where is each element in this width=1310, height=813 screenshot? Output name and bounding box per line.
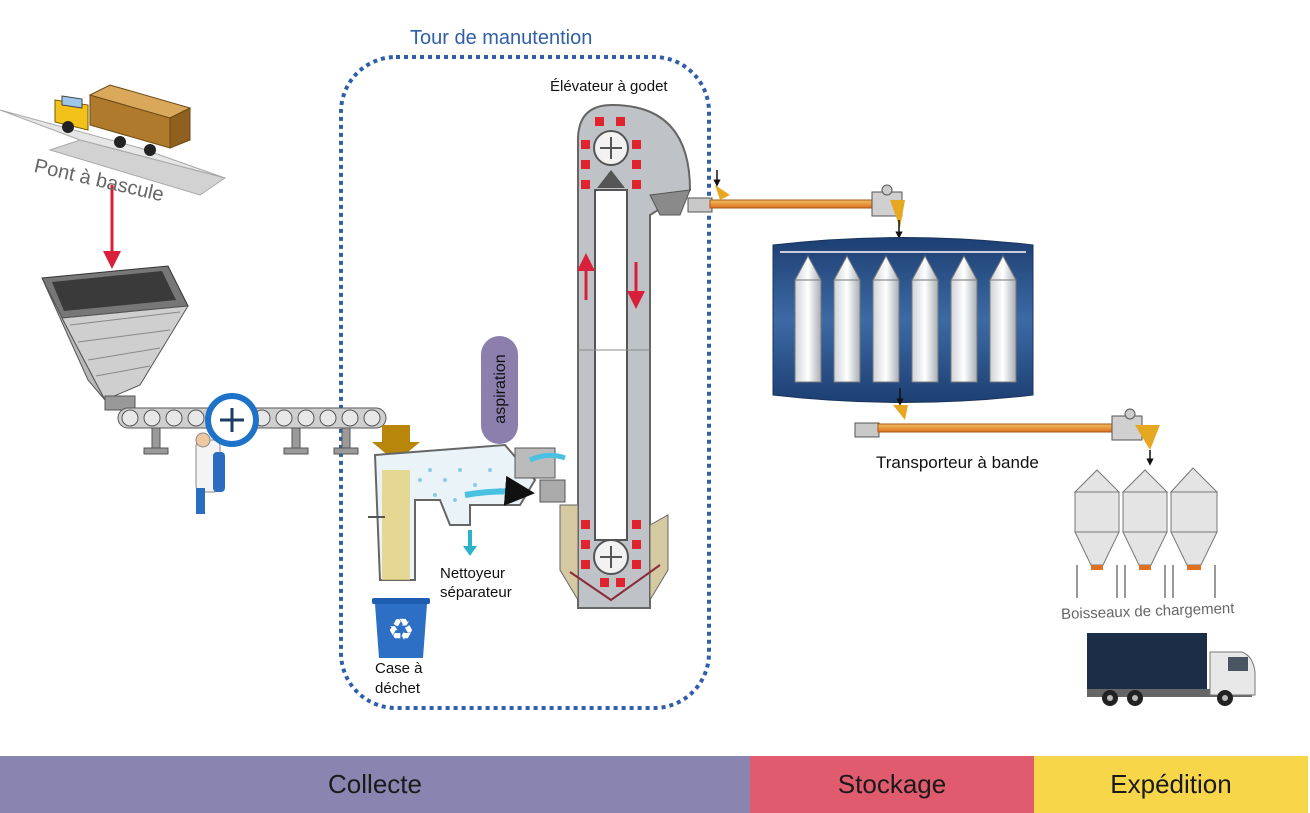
lorry-icon bbox=[1087, 633, 1256, 706]
tower-title: Tour de manutention bbox=[410, 27, 593, 49]
waste-label-line2: déchet bbox=[375, 680, 421, 697]
cleaner-label-line1: Nettoyeur bbox=[440, 565, 506, 582]
recycle-bin-icon: ♻ bbox=[372, 598, 430, 658]
aspiration-label: aspiration bbox=[492, 354, 509, 424]
waste-label-line1: Case à bbox=[375, 660, 423, 677]
cleaner-separator bbox=[368, 425, 566, 581]
silo-storage-icon bbox=[772, 237, 1034, 403]
loading-bins-icon bbox=[1073, 467, 1219, 598]
hopper-icon bbox=[41, 265, 189, 411]
svg-text:♻: ♻ bbox=[388, 613, 415, 648]
weighbridge-truck-icon bbox=[0, 84, 227, 196]
phase-stockage: Stockage bbox=[750, 756, 1034, 813]
bucket-elevator bbox=[559, 103, 692, 609]
cleaner-label-line2: séparateur bbox=[440, 584, 512, 601]
inspector-magnifier-icon bbox=[195, 393, 259, 514]
phase-expedition: Expédition bbox=[1034, 756, 1308, 813]
lower-belt-conveyor bbox=[854, 388, 1160, 466]
belt-conveyor-label: Transporteur à bande bbox=[876, 453, 1039, 472]
elevator-label: Élévateur à godet bbox=[550, 78, 668, 95]
upper-belt-conveyor bbox=[687, 170, 905, 239]
phase-collecte: Collecte bbox=[0, 756, 750, 813]
handling-tower-border bbox=[339, 55, 711, 710]
aspiration-pill bbox=[481, 336, 518, 444]
